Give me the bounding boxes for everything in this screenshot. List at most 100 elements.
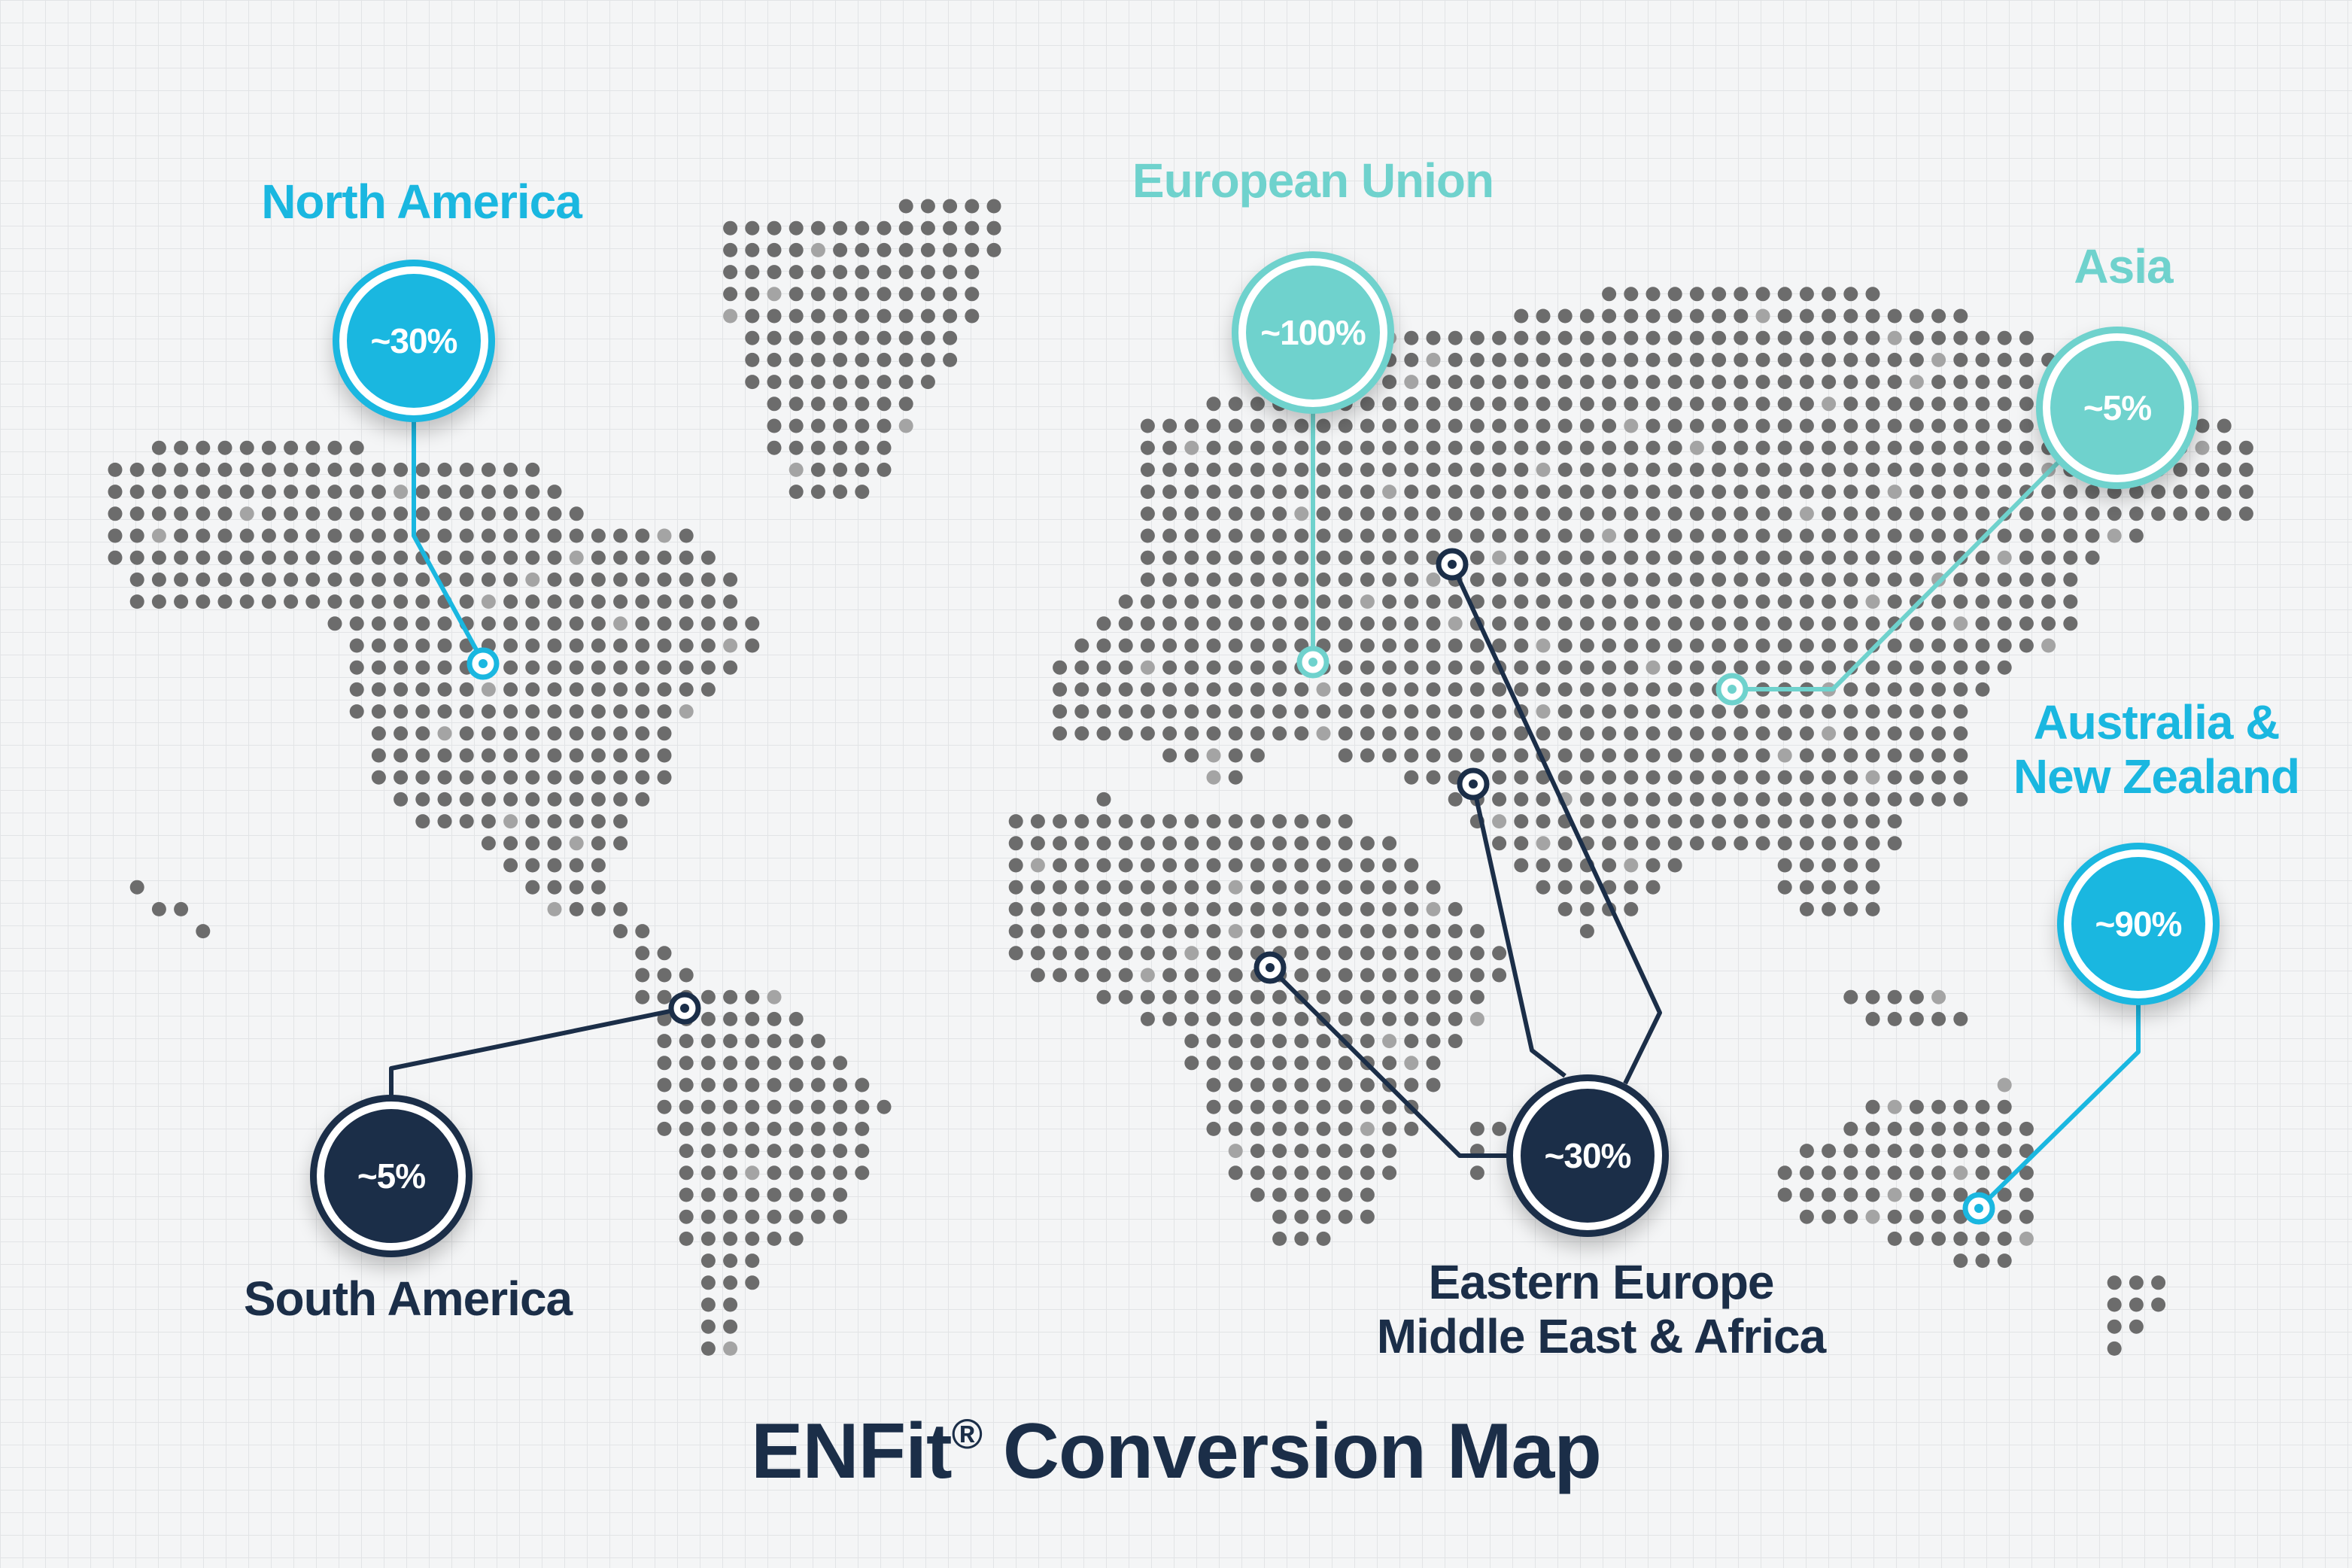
map-dot bbox=[1228, 485, 1243, 500]
map-dot bbox=[1404, 397, 1419, 412]
map-dot bbox=[613, 814, 628, 829]
map-dot bbox=[547, 550, 562, 565]
map-dot bbox=[151, 594, 166, 609]
map-dot bbox=[1184, 485, 1199, 500]
map-dot bbox=[1492, 704, 1507, 719]
map-dot bbox=[151, 485, 166, 500]
map-dot bbox=[723, 1341, 738, 1356]
map-dot bbox=[1469, 989, 1484, 1004]
map-dot bbox=[481, 836, 496, 851]
map-dot bbox=[679, 1165, 694, 1181]
map-dot bbox=[196, 924, 211, 939]
map-dot bbox=[1953, 1121, 1968, 1136]
map-dot bbox=[1250, 572, 1265, 587]
map-dot bbox=[1624, 726, 1639, 741]
map-dot bbox=[1228, 1165, 1243, 1181]
map-dot bbox=[1712, 792, 1727, 807]
map-dot bbox=[745, 1209, 760, 1224]
map-dot bbox=[1338, 748, 1353, 763]
map-dot bbox=[1931, 352, 1946, 367]
map-dot bbox=[1228, 704, 1243, 719]
map-dot bbox=[1316, 1077, 1331, 1092]
map-dot bbox=[877, 330, 892, 345]
map-dot bbox=[1997, 1253, 2012, 1269]
map-dot bbox=[877, 242, 892, 257]
map-dot bbox=[547, 814, 562, 829]
map-dot bbox=[1645, 308, 1661, 324]
map-dot bbox=[1557, 858, 1573, 873]
map-dot bbox=[1030, 814, 1045, 829]
map-dot bbox=[1360, 528, 1375, 543]
map-dot bbox=[1404, 858, 1419, 873]
map-dot bbox=[1184, 550, 1199, 565]
map-dot bbox=[1206, 1099, 1221, 1114]
map-dot bbox=[1624, 462, 1639, 477]
map-dot bbox=[1426, 946, 1441, 961]
map-dot bbox=[1734, 418, 1749, 433]
map-dot bbox=[679, 594, 694, 609]
map-dot bbox=[1843, 1165, 1858, 1181]
australia-nz-label-line1: Australia & bbox=[2033, 695, 2281, 749]
map-dot bbox=[1140, 726, 1155, 741]
map-dot bbox=[1887, 814, 1902, 829]
map-dot bbox=[855, 485, 870, 500]
map-dot bbox=[1206, 770, 1221, 785]
map-dot bbox=[1645, 352, 1661, 367]
map-dot bbox=[920, 242, 935, 257]
map-dot bbox=[1162, 726, 1178, 741]
map-dot bbox=[833, 330, 848, 345]
map-dot bbox=[217, 462, 232, 477]
map-dot bbox=[1184, 924, 1199, 939]
map-dot bbox=[1316, 440, 1331, 455]
map-dot bbox=[613, 572, 628, 587]
map-dot bbox=[2085, 528, 2100, 543]
map-dot bbox=[1316, 1121, 1331, 1136]
map-dot bbox=[1975, 1121, 1990, 1136]
map-dot bbox=[394, 550, 409, 565]
map-dot bbox=[1162, 440, 1178, 455]
map-dot bbox=[2129, 506, 2144, 521]
map-dot bbox=[1997, 638, 2012, 653]
map-dot bbox=[2063, 572, 2078, 587]
map-dot bbox=[767, 989, 782, 1004]
map-dot bbox=[459, 528, 474, 543]
map-dot bbox=[1734, 770, 1749, 785]
map-dot bbox=[1822, 550, 1837, 565]
map-dot bbox=[1316, 506, 1331, 521]
map-dot bbox=[1602, 814, 1617, 829]
map-dot bbox=[943, 287, 958, 302]
map-dot bbox=[855, 1099, 870, 1114]
map-dot bbox=[1777, 572, 1792, 587]
map-dot bbox=[2107, 528, 2122, 543]
map-dot bbox=[1469, 660, 1484, 675]
map-dot bbox=[1799, 858, 1814, 873]
map-dot bbox=[745, 220, 760, 236]
map-dot bbox=[1734, 330, 1749, 345]
map-dot bbox=[1777, 440, 1792, 455]
map-dot bbox=[723, 1099, 738, 1114]
map-dot bbox=[547, 901, 562, 916]
map-dot bbox=[700, 1275, 716, 1290]
map-dot bbox=[855, 352, 870, 367]
map-dot bbox=[1887, 1165, 1902, 1181]
map-dot bbox=[1799, 462, 1814, 477]
map-dot bbox=[1272, 1187, 1287, 1202]
map-dot bbox=[591, 704, 606, 719]
map-dot bbox=[1360, 1165, 1375, 1181]
map-dot bbox=[1557, 594, 1573, 609]
map-dot bbox=[1536, 638, 1551, 653]
map-dot bbox=[635, 660, 650, 675]
map-dot bbox=[1360, 946, 1375, 961]
map-dot bbox=[1316, 485, 1331, 500]
map-dot bbox=[1469, 528, 1484, 543]
map-dot bbox=[1624, 616, 1639, 631]
map-dot bbox=[1624, 506, 1639, 521]
map-dot bbox=[415, 616, 430, 631]
map-dot bbox=[1822, 616, 1837, 631]
map-dot bbox=[1338, 1187, 1353, 1202]
map-dot bbox=[1602, 572, 1617, 587]
map-dot bbox=[1536, 352, 1551, 367]
map-dot bbox=[1822, 638, 1837, 653]
map-dot bbox=[877, 462, 892, 477]
map-dot bbox=[1909, 528, 1924, 543]
